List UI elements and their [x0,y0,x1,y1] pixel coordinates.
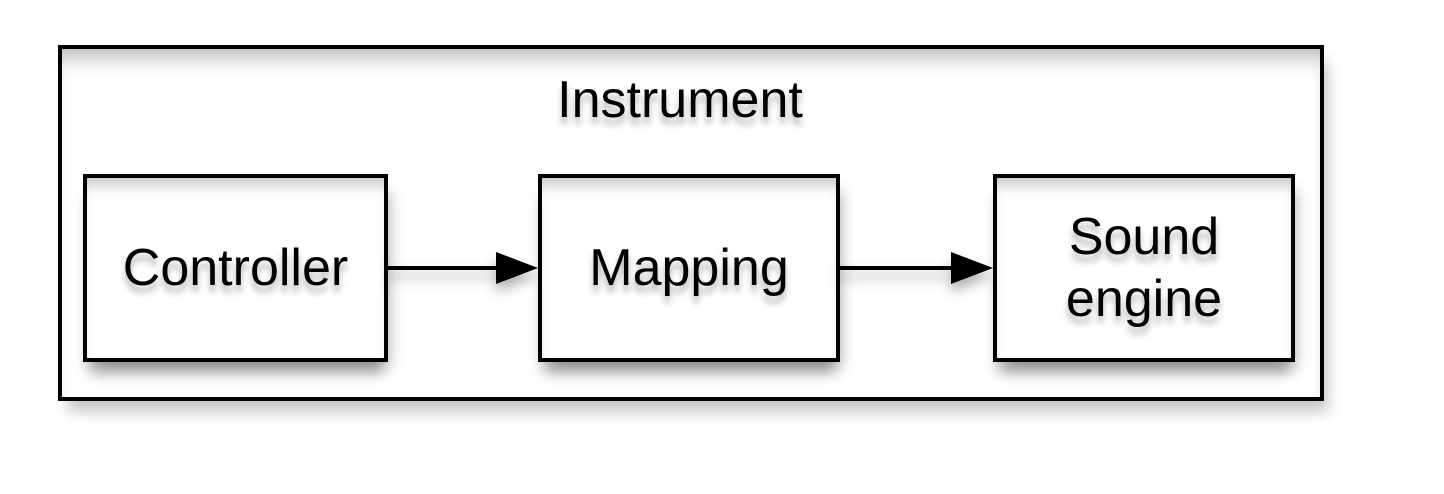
node-controller-label: Controller [122,238,349,297]
node-mapping: Mapping [538,174,840,362]
node-mapping-label: Mapping [589,238,789,297]
arrow-line [840,266,951,270]
arrow-controller-to-mapping [386,252,538,284]
node-controller: Controller [83,174,388,362]
arrow-mapping-to-sound-engine [840,252,993,284]
frame-title: Instrument [557,71,803,129]
arrow-line [386,266,496,270]
arrowhead-right-icon [951,252,993,284]
node-sound-engine: Sound engine [993,174,1295,362]
instrument-frame: Instrument Controller Mapping Sound engi… [58,45,1324,401]
node-sound-engine-label: Sound engine [1065,207,1223,328]
arrowhead-right-icon [496,252,538,284]
